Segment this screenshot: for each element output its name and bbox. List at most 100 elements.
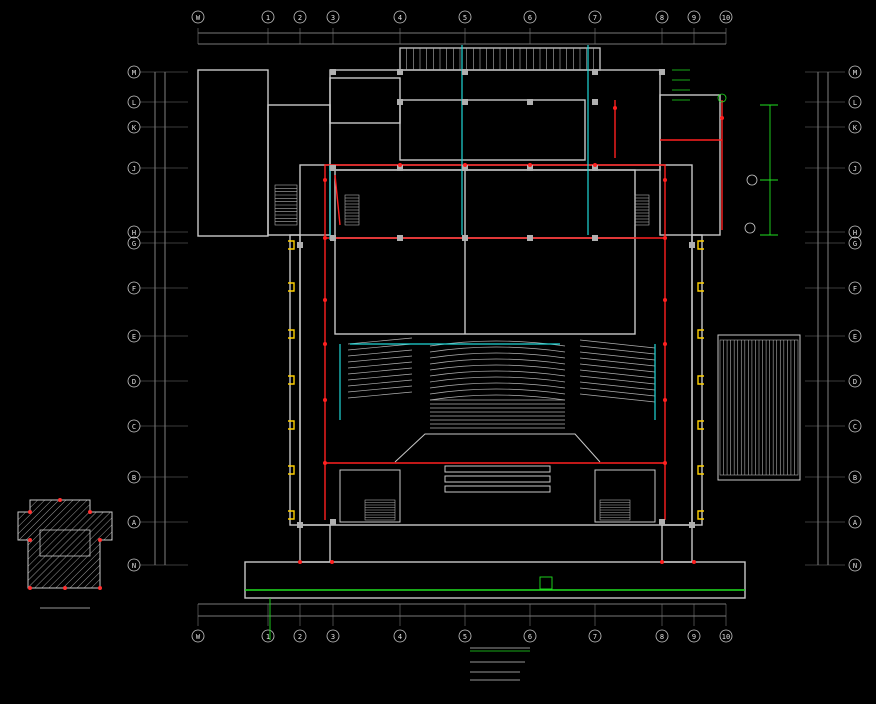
row-axis-bubble: H [127, 225, 141, 239]
hydrant-icon [288, 240, 295, 250]
svg-text:L: L [132, 99, 136, 107]
row-axis-bubble: F [848, 281, 862, 295]
svg-text:4: 4 [398, 14, 402, 22]
sprinkler-icon [323, 461, 327, 465]
svg-text:D: D [853, 378, 857, 386]
hydrant-icon [697, 329, 704, 339]
sprinkler-icon [398, 163, 402, 167]
hydrant-icon [288, 375, 295, 385]
hydrant-icon [288, 465, 295, 475]
svg-text:G: G [132, 240, 136, 248]
column-icon [330, 235, 336, 241]
staircases [274, 47, 799, 521]
svg-text:6: 6 [528, 633, 532, 641]
column-axis-bubble: 4 [393, 10, 407, 24]
svg-text:F: F [853, 285, 857, 293]
column-axis-bubble: 7 [588, 629, 602, 643]
column-axis-bubble: 10 [719, 10, 733, 24]
svg-text:B: B [132, 474, 136, 482]
building-walls [197, 47, 746, 599]
svg-text:5: 5 [463, 14, 467, 22]
svg-text:A: A [853, 519, 858, 527]
row-axis-bubble: K [848, 120, 862, 134]
row-axis-bubble: B [848, 470, 862, 484]
sprinkler-icon [298, 560, 302, 564]
fire-sprinkler-pipe [324, 100, 723, 520]
hydrant-icon [288, 510, 295, 520]
column-icon [297, 522, 303, 528]
column-axis-bubble: 2 [293, 10, 307, 24]
svg-text:1: 1 [266, 633, 270, 641]
column-icon [592, 69, 598, 75]
column-icon [462, 69, 468, 75]
row-axis-bubble: N [127, 558, 141, 572]
svg-text:M: M [132, 69, 136, 77]
svg-text:E: E [132, 333, 136, 341]
sprinkler-icon [720, 116, 724, 120]
sprinkler-icon [613, 106, 617, 110]
riser-dimensions [269, 104, 778, 640]
svg-text:A: A [132, 519, 137, 527]
hydrant-cabinets [288, 240, 704, 520]
svg-text:7: 7 [593, 14, 597, 22]
sprinkler-icon [528, 163, 532, 167]
row-axis-bubble: D [127, 374, 141, 388]
column-icon [297, 242, 303, 248]
structural-columns [297, 69, 695, 528]
sprinkler-icon [323, 298, 327, 302]
column-axis-bubble: 5 [458, 10, 472, 24]
svg-text:B: B [853, 474, 857, 482]
column-icon [330, 69, 336, 75]
row-axis-bubble: L [127, 95, 141, 109]
sprinkler-heads [298, 106, 724, 564]
column-icon [592, 235, 598, 241]
row-axis-bubble: G [848, 236, 862, 250]
svg-text:E: E [853, 333, 857, 341]
row-axis-bubble: J [127, 161, 141, 175]
row-axis-bubble: B [127, 470, 141, 484]
column-axis-bubble: 1 [261, 629, 275, 643]
sprinkler-icon [663, 236, 667, 240]
column-axis-bubble: 8 [655, 10, 669, 24]
svg-text:C: C [132, 423, 136, 431]
column-icon [330, 519, 336, 525]
column-icon [397, 165, 403, 171]
svg-text:N: N [132, 562, 136, 570]
column-axis-bubble: 6 [523, 10, 537, 24]
hydrant-icon [697, 510, 704, 520]
auditorium-seating [347, 337, 656, 429]
column-icon [689, 242, 695, 248]
column-axis-bubble: 3 [326, 629, 340, 643]
row-axis-bubble: F [127, 281, 141, 295]
column-axis-bubble: 8 [655, 629, 669, 643]
svg-text:K: K [853, 124, 858, 132]
column-icon [462, 235, 468, 241]
column-axis-bubble: W [191, 10, 205, 24]
hydrant-icon [697, 375, 704, 385]
sprinkler-icon [330, 560, 334, 564]
column-axis-bubble: 5 [458, 629, 472, 643]
svg-text:3: 3 [331, 633, 335, 641]
svg-text:3: 3 [331, 14, 335, 22]
svg-text:2: 2 [298, 633, 302, 641]
row-axis-bubble: A [848, 515, 862, 529]
svg-text:1: 1 [266, 14, 270, 22]
column-axis-bubble: W [191, 629, 205, 643]
hydrant-icon [697, 240, 704, 250]
row-axis-bubble: E [848, 329, 862, 343]
column-icon [527, 165, 533, 171]
row-axis-bubble: C [127, 419, 141, 433]
column-axis-bubble: 9 [687, 10, 701, 24]
svg-text:7: 7 [593, 633, 597, 641]
svg-text:2: 2 [298, 14, 302, 22]
column-icon [462, 165, 468, 171]
svg-text:W: W [196, 14, 201, 22]
row-axis-bubble: L [848, 95, 862, 109]
svg-text:K: K [132, 124, 137, 132]
hydrant-icon [697, 420, 704, 430]
svg-text:6: 6 [528, 14, 532, 22]
hydrant-icon [697, 465, 704, 475]
svg-text:8: 8 [660, 14, 664, 22]
